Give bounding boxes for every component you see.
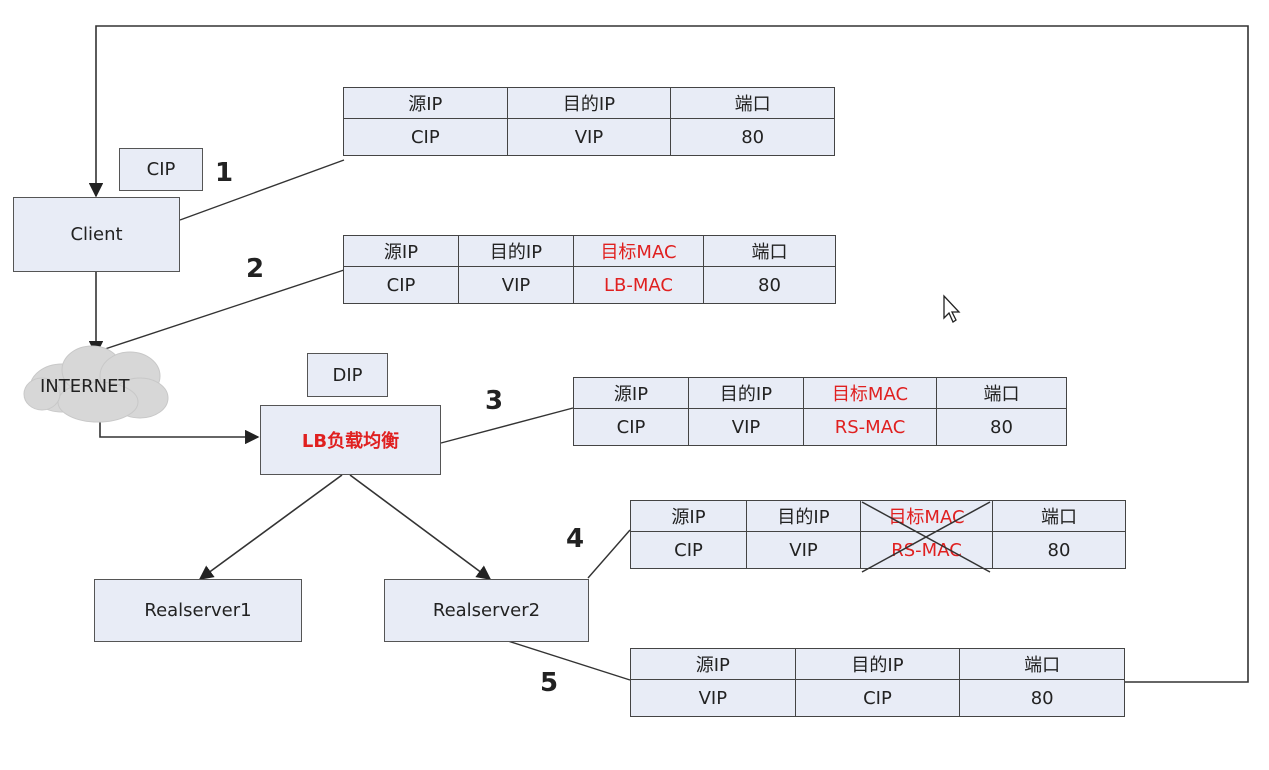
realserver1-label: Realserver1 — [144, 600, 252, 621]
dip-tag-label: DIP — [332, 364, 363, 386]
callout-line-1 — [179, 159, 345, 221]
header-cell: 目的IP — [688, 377, 804, 409]
value-cell: 80 — [936, 408, 1067, 446]
header-cell: 端口 — [703, 235, 836, 267]
value-cell: VIP — [458, 266, 574, 304]
realserver2-node: Realserver2 — [384, 579, 589, 642]
client-node: Client — [13, 197, 180, 272]
value-cell: CIP — [343, 266, 459, 304]
cursor-icon — [943, 294, 961, 323]
header-cell: 端口 — [959, 648, 1125, 680]
header-cell: 源IP — [630, 500, 747, 532]
header-cell: 目的IP — [458, 235, 574, 267]
header-cell: 端口 — [936, 377, 1067, 409]
value-cell: CIP — [343, 118, 508, 156]
dip-tag: DIP — [307, 353, 388, 397]
packet-table-4: 源IP 目的IP 目标MAC 端口 CIP VIP RS-MAC 80 — [630, 500, 1126, 569]
strike-through-cross — [861, 501, 991, 573]
value-cell-mac: RS-MAC — [803, 408, 937, 446]
header-cell: 源IP — [343, 87, 508, 119]
cip-tag: CIP — [119, 148, 203, 191]
lb-to-rs2-arrow — [349, 474, 492, 580]
cip-tag-label: CIP — [146, 159, 176, 180]
realserver2-label: Realserver2 — [432, 600, 541, 621]
header-cell: 目的IP — [794, 648, 961, 680]
lb-node: LB负载均衡 — [260, 405, 441, 475]
value-cell: CIP — [630, 531, 747, 569]
internet-label: INTERNET — [40, 376, 130, 397]
step-number-1: 1 — [215, 158, 234, 188]
header-cell-mac: 目标MAC — [573, 235, 704, 267]
value-cell: 80 — [992, 531, 1126, 569]
value-cell: 80 — [670, 118, 835, 156]
step-number-3: 3 — [485, 386, 504, 416]
value-cell: CIP — [573, 408, 689, 446]
header-cell: 目的IP — [746, 500, 861, 532]
return-loop-line — [88, 25, 1249, 683]
realserver1-node: Realserver1 — [94, 579, 302, 642]
value-cell: VIP — [630, 679, 796, 717]
header-cell: 端口 — [670, 87, 835, 119]
client-label: Client — [70, 224, 123, 245]
step-number-5: 5 — [540, 668, 559, 698]
value-cell-mac: LB-MAC — [573, 266, 704, 304]
value-cell: 80 — [703, 266, 836, 304]
callout-line-5 — [507, 640, 631, 681]
step-number-2: 2 — [246, 254, 265, 284]
callout-line-2 — [95, 269, 345, 353]
packet-table-1: 源IP 目的IP 端口 CIP VIP 80 — [343, 87, 835, 156]
packet-table-3: 源IP 目的IP 目标MAC 端口 CIP VIP RS-MAC 80 — [573, 377, 1067, 446]
header-cell: 源IP — [630, 648, 796, 680]
step-number-4: 4 — [566, 524, 585, 554]
header-cell-mac-struck: 目标MAC — [860, 500, 993, 532]
callout-line-4 — [587, 529, 631, 579]
header-cell: 源IP — [343, 235, 459, 267]
callout-line-3 — [440, 407, 574, 444]
cloud-icon — [23, 345, 169, 423]
value-cell: VIP — [506, 118, 672, 156]
lb-to-rs1-arrow — [198, 474, 343, 580]
value-cell: CIP — [794, 679, 961, 717]
value-cell: 80 — [959, 679, 1125, 717]
header-cell: 端口 — [992, 500, 1126, 532]
header-cell-mac: 目标MAC — [803, 377, 937, 409]
packet-table-2: 源IP 目的IP 目标MAC 端口 CIP VIP LB-MAC 80 — [343, 235, 836, 304]
lb-label: LB负载均衡 — [301, 431, 400, 452]
packet-table-5: 源IP 目的IP 端口 VIP CIP 80 — [630, 648, 1125, 717]
header-cell: 目的IP — [506, 87, 672, 119]
value-cell: VIP — [688, 408, 804, 446]
header-cell: 源IP — [573, 377, 689, 409]
value-cell: VIP — [746, 531, 861, 569]
